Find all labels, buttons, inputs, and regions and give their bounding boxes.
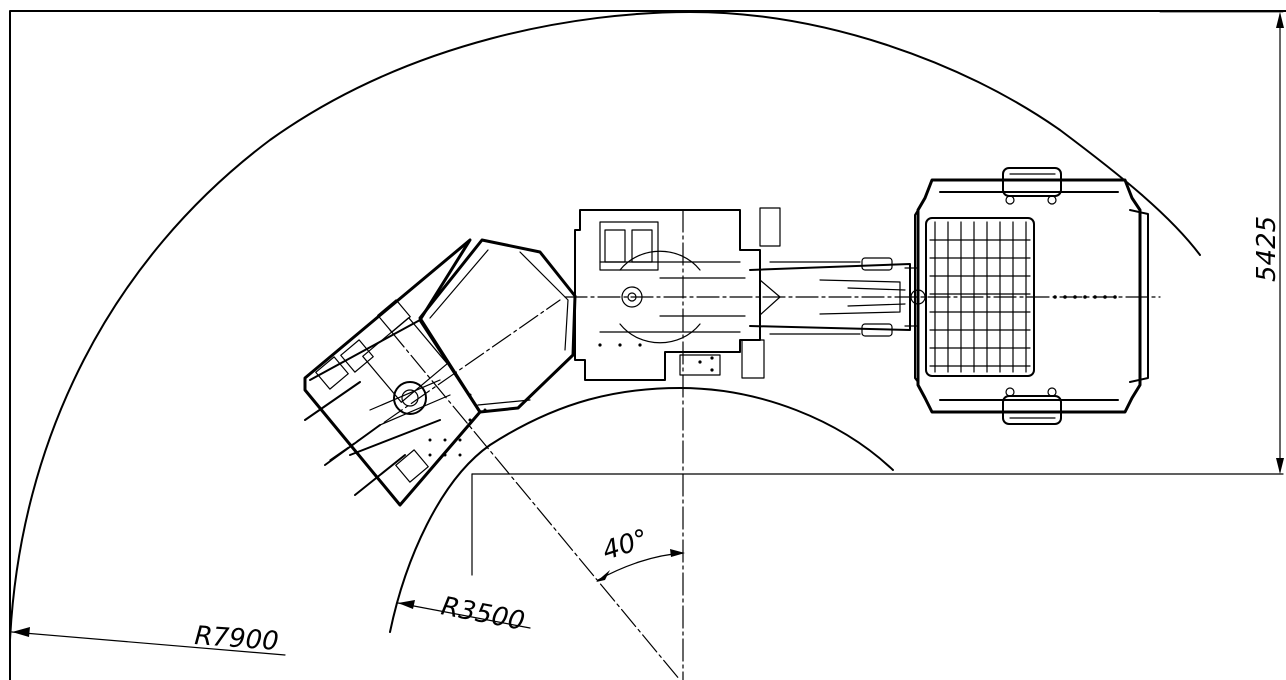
dimension-arrow-bottom <box>1276 458 1284 474</box>
machine-front-section <box>303 238 577 507</box>
swing-angle-line <box>389 329 681 680</box>
outer-radius-label: R7900 <box>194 621 280 657</box>
overall-width-label: 5425 <box>1252 216 1282 282</box>
angle-arrow-right <box>670 549 685 557</box>
drawing-frame <box>9 10 1286 680</box>
inner-radius-label: R3500 <box>439 591 527 637</box>
inner-radius-leader <box>397 602 531 629</box>
inner-turning-arc <box>389 387 894 633</box>
machine-boom <box>749 257 926 337</box>
outer-radius-arrow <box>12 627 30 637</box>
inner-radius-arrow <box>398 600 415 609</box>
angle-arrow-left <box>596 570 610 582</box>
outer-radius-leader <box>11 631 286 656</box>
dimension-arrow-top <box>1276 12 1284 28</box>
outer-turning-arc <box>9 11 1201 641</box>
machine-center-frame <box>574 207 781 381</box>
machine-chassis <box>914 167 1149 425</box>
